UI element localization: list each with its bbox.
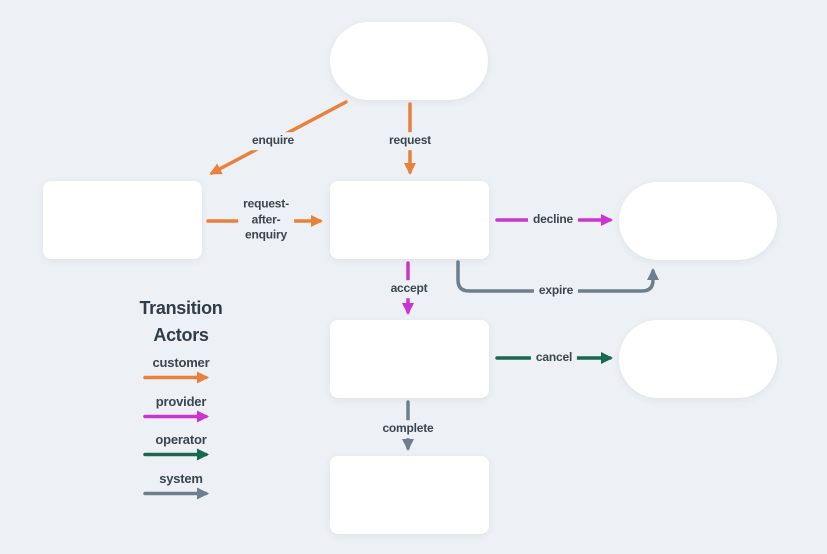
node-start-pill (330, 22, 488, 100)
legend: Transition Actors (128, 295, 234, 349)
system-arrow-icon (143, 487, 209, 500)
request-after-enquiry-label: request- after- enquiry (238, 195, 294, 245)
node-requested-rect (330, 181, 489, 259)
request-label: request (384, 132, 436, 150)
legend-item-provider: provider (128, 394, 234, 423)
legend-customer-label: customer (152, 355, 210, 370)
node-accepted-rect (330, 320, 489, 398)
node-enquired-rect (43, 181, 202, 259)
provider-arrow-icon (143, 410, 209, 423)
legend-item-customer: customer (128, 355, 234, 384)
legend-item-operator: operator (128, 432, 234, 461)
node-cancelled-pill (619, 320, 777, 398)
complete-label: complete (377, 420, 439, 438)
node-completed-rect (330, 456, 489, 534)
decline-label: decline (528, 211, 578, 229)
legend-operator-label: operator (155, 432, 207, 447)
cancel-label: cancel (530, 349, 578, 367)
operator-arrow-icon (143, 448, 209, 461)
accept-label: accept (385, 280, 433, 298)
legend-provider-label: provider (155, 394, 207, 409)
legend-system-label: system (159, 471, 203, 486)
expire-label: expire (533, 282, 579, 300)
legend-title: Transition Actors (139, 298, 223, 345)
enquire-label: enquire (247, 132, 299, 150)
customer-arrow-icon (143, 371, 209, 384)
legend-item-system: system (128, 471, 234, 500)
node-declined-pill (619, 182, 777, 260)
